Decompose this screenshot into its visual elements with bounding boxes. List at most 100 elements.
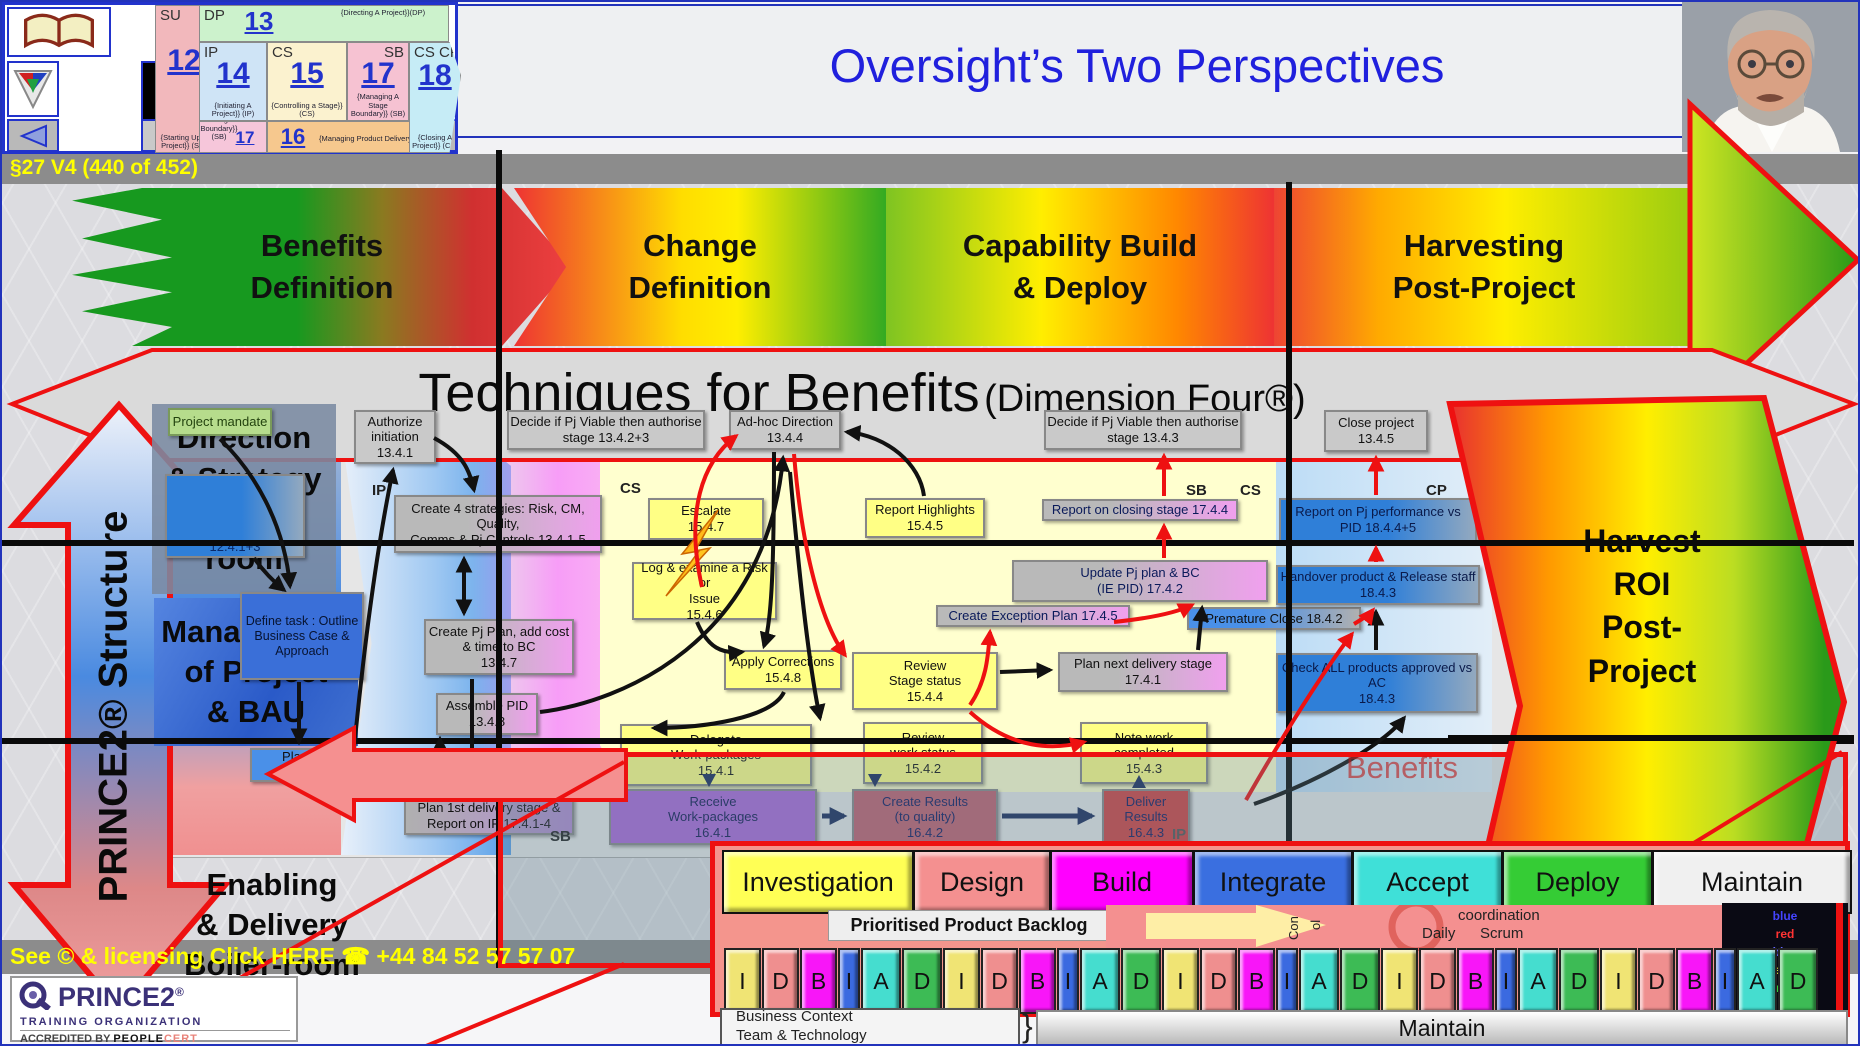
stage-map: SU 12 {Starting Up A Project}} (SU) DP 1…: [155, 5, 461, 153]
peoplecert-people: PEOPLE: [113, 1033, 164, 1045]
label-cp: CP: [1426, 482, 1447, 499]
btn-investigation[interactable]: Investigation: [722, 850, 914, 914]
sprint-tile: D: [1419, 948, 1456, 1014]
label-cs2: CS: [1240, 482, 1261, 499]
box-report-highlights: Report Highlights 15.4.5: [865, 498, 985, 538]
business-context-line: Business Context: [736, 1008, 853, 1026]
prince2-wordmark: PRINCE2: [58, 982, 176, 1012]
sprint-tile: I: [1495, 948, 1517, 1014]
scrum-label: Scrum: [1480, 925, 1524, 942]
sprint-tile: I: [1057, 948, 1079, 1014]
grid-lines: [2, 150, 1854, 968]
brace-glyph: }: [1022, 1008, 1033, 1044]
btn-design[interactable]: Design: [913, 850, 1051, 914]
label-sb-bottom: SB: [550, 828, 571, 845]
harvesting-arrowhead: [1687, 98, 1858, 422]
stage-sb-small[interactable]: 17 {Managing A Stage Boundary}}(SB): [199, 121, 267, 153]
sprint-tile: D: [1200, 948, 1237, 1014]
stage-sb[interactable]: SB 17 {Managing A Stage Boundary}} (SB): [347, 42, 409, 121]
box-update-pj-plan: Update Pj plan & BC (IE PID) 17.4.2: [1012, 560, 1268, 602]
logo-icon[interactable]: [7, 61, 59, 117]
box-authorize-initiation: Authorize initiation 13.4.1: [354, 410, 436, 464]
sprint-tile: D: [762, 948, 799, 1014]
slide-ref: §27 V4 (440 of 452): [10, 156, 198, 179]
sprint-tile: D: [1638, 948, 1675, 1014]
stroop-word: blue: [1772, 909, 1798, 923]
box-create-exception-plan: Create Exception Plan 17.4.5: [936, 605, 1130, 627]
nav-panel: SU 12 {Starting Up A Project}} (SU) DP 1…: [2, 2, 461, 154]
label-sb2: SB: [1186, 482, 1207, 499]
box-define-task: Define task : Outline Business Case & Ap…: [240, 592, 364, 680]
team-technology-line: Team & Technology: [736, 1027, 867, 1044]
btn-deploy[interactable]: Deploy: [1502, 850, 1653, 914]
daily-label: Daily: [1422, 925, 1456, 942]
box-decide-viable-1: Decide if Pj Viable then authorise stage…: [507, 410, 705, 450]
box-check-all-products: Check ALL products approved vs AC 18.4.3: [1276, 653, 1478, 713]
sprint-tile-strip: I D B I A D I D B I A D I D B I A D I D …: [724, 948, 1848, 1014]
stage-ip[interactable]: IP 14 {Initiating A Project}} (IP): [199, 42, 267, 121]
sprint-tile: D: [1121, 948, 1161, 1014]
sprint-tile: D: [981, 948, 1018, 1014]
label-ip-bottom: IP: [1172, 826, 1187, 843]
sprint-tile: B: [1457, 948, 1494, 1014]
control-vertical-1: Con: [1286, 916, 1301, 940]
sprint-tile: A: [1299, 948, 1339, 1014]
box-decide-viable-2: Decide if Pj Viable then authorise stage…: [1044, 410, 1242, 450]
sprint-tile: I: [1600, 948, 1637, 1014]
box-report-pj-performance: Report on Pj performance vs PID 18.4.4+5: [1279, 498, 1477, 542]
page-title: Oversight’s Two Perspectives: [829, 39, 1445, 92]
maintain-bar-label: Maintain: [1398, 1014, 1486, 1041]
sprint-tile: D: [1559, 948, 1599, 1014]
red-left-arrow: [263, 724, 628, 824]
phase-benefits-definition: Benefits Definition: [72, 188, 572, 346]
phase-capability-build: Capability Build & Deploy: [886, 188, 1274, 346]
sprint-tile: I: [838, 948, 860, 1014]
stage-cs[interactable]: CS 15 {Controlling a Stage}} (CS): [267, 42, 347, 121]
sprint-tile: B: [1676, 948, 1713, 1014]
stroop-red-stripe: [1836, 903, 1843, 1015]
box-apply-corrections: Apply Corrections 15.4.8: [724, 650, 842, 690]
box-handover-product: Handover product & Release staff 18.4.3: [1276, 565, 1480, 605]
peoplecert-cert: CERT: [163, 1033, 198, 1045]
back-icon[interactable]: [7, 119, 59, 152]
btn-integrate[interactable]: Integrate: [1193, 850, 1353, 914]
business-context-box: Business Context Team & Technology: [720, 1008, 1020, 1044]
sprint-tile: I: [1162, 948, 1199, 1014]
box-adhoc-direction: Ad-hoc Direction 13.4.4: [729, 410, 841, 450]
phase-change-definition: Change Definition: [514, 188, 886, 346]
license-line[interactable]: See © & licensing Click HERE ☎ +44 84 52…: [10, 943, 576, 969]
control-vertical-2: ol: [1308, 919, 1323, 930]
sprint-tile: I: [724, 948, 761, 1014]
benefits-faint-label: Benefits: [1346, 750, 1459, 785]
sprint-tile: D: [1340, 948, 1380, 1014]
sprint-tile: I: [943, 948, 980, 1014]
sprint-tile: B: [1238, 948, 1275, 1014]
box-report-closing-stage: Report on closing stage 17.4.4: [1042, 499, 1238, 521]
label-cs: CS: [620, 480, 641, 497]
maintain-bar: Maintain: [1036, 1010, 1848, 1044]
box-project-mandate: Project mandate: [168, 408, 272, 436]
phase-harvesting: Harvesting Post-Project: [1274, 188, 1694, 346]
training-org-label: TRAINING ORGANIZATION: [20, 1016, 203, 1028]
sprint-tile: A: [1518, 948, 1558, 1014]
book-icon[interactable]: [7, 7, 111, 57]
coordination-label: coordination: [1458, 907, 1540, 924]
backlog-label: Prioritised Product Backlog: [850, 915, 1088, 935]
stage-dp[interactable]: DP 13 {Directing A Project}}(DP): [199, 5, 449, 42]
sprint-tile: I: [1276, 948, 1298, 1014]
top-gray-band: [2, 154, 1858, 184]
box-deliver-results: Deliver Results 16.4.3: [1102, 789, 1190, 845]
box-plan-next-delivery: Plan next delivery stage 17.4.1: [1058, 652, 1228, 692]
btn-build[interactable]: Build: [1050, 850, 1194, 914]
sprint-tile: B: [800, 948, 837, 1014]
sprint-tile: I: [1714, 948, 1736, 1014]
stroop-word: red: [1775, 927, 1795, 941]
accredited-by-label: ACCREDITED BY: [20, 1033, 111, 1045]
sprint-tile: I: [1381, 948, 1418, 1014]
sprint-tile: A: [861, 948, 901, 1014]
title-bar: [454, 4, 1858, 138]
prince2-swirl-icon: [18, 980, 52, 1015]
prince2-logo-box[interactable]: PRINCE2® TRAINING ORGANIZATION ACCREDITE…: [10, 976, 298, 1045]
